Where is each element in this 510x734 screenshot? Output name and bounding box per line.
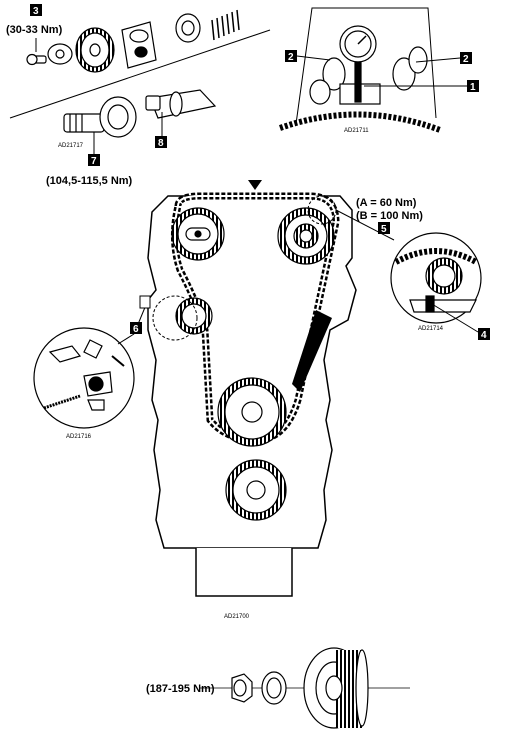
camshaft-sprocket-right	[277, 207, 335, 265]
callout-6	[130, 322, 142, 334]
callout-8-number: 8	[158, 138, 164, 149]
crank-pulley	[303, 647, 369, 729]
callout-1-number: 1	[470, 82, 476, 93]
callout-7-number: 7	[91, 156, 97, 167]
oil-pan	[195, 548, 293, 597]
callout-3-number: 3	[33, 6, 39, 17]
figure-code-pump: AD21717	[58, 143, 84, 149]
camshaft-sprocket-left	[171, 207, 225, 261]
callout-5-number: 5	[381, 224, 387, 235]
dial-gauge-detail	[279, 7, 442, 133]
camshaft-bolt	[26, 53, 47, 66]
engine-block	[147, 195, 357, 597]
figure-code-sprocket: AD21714	[418, 326, 444, 332]
callout-6-number: 6	[133, 324, 139, 335]
callout-8	[155, 136, 167, 148]
pump-sprocket	[175, 297, 213, 335]
sprocket-detail	[390, 232, 482, 324]
tdc-marker-arrow	[248, 180, 262, 190]
crankshaft-sprocket	[225, 459, 287, 521]
chain-guide-rail	[292, 310, 332, 392]
torque-crank-nut: (187-195 Nm)	[146, 683, 215, 695]
figure-code-gauge: AD21711	[344, 128, 369, 134]
tensioner-unit	[83, 371, 113, 397]
torque-pump-nut: (104,5-115,5 Nm)	[46, 175, 133, 187]
pump-assembly-detail	[9, 9, 271, 138]
callout-2-left	[285, 50, 297, 62]
intermediate-sprocket	[217, 377, 287, 447]
pump-shaft	[63, 96, 137, 138]
pump-hub	[121, 21, 157, 69]
callout-2-right-number: 2	[463, 54, 469, 65]
callout-4	[478, 328, 490, 340]
torque-sprocket-a: (A = 60 Nm)	[356, 197, 417, 209]
pump-gear	[75, 27, 115, 73]
crankshaft-pulley-detail	[200, 647, 410, 729]
callout-2-left-number: 2	[288, 52, 294, 63]
callout-3	[30, 4, 42, 16]
callout-1	[467, 80, 479, 92]
crank-nut	[231, 673, 253, 703]
pump-bushing	[175, 13, 201, 43]
crank-washer	[261, 671, 287, 705]
figure-code-main: AD21700	[224, 614, 250, 620]
spring	[211, 9, 240, 41]
drive-shaft	[145, 89, 217, 119]
callout-7	[88, 154, 100, 166]
callout-2-right	[460, 52, 472, 64]
figure-code-tensioner: AD21716	[66, 434, 92, 440]
callout-5	[378, 222, 390, 234]
callout-4-number: 4	[481, 330, 487, 341]
torque-sprocket-b: (B = 100 Nm)	[356, 210, 423, 222]
tensioner-detail	[33, 327, 135, 429]
torque-camshaft-bolt: (30-33 Nm)	[6, 24, 63, 36]
